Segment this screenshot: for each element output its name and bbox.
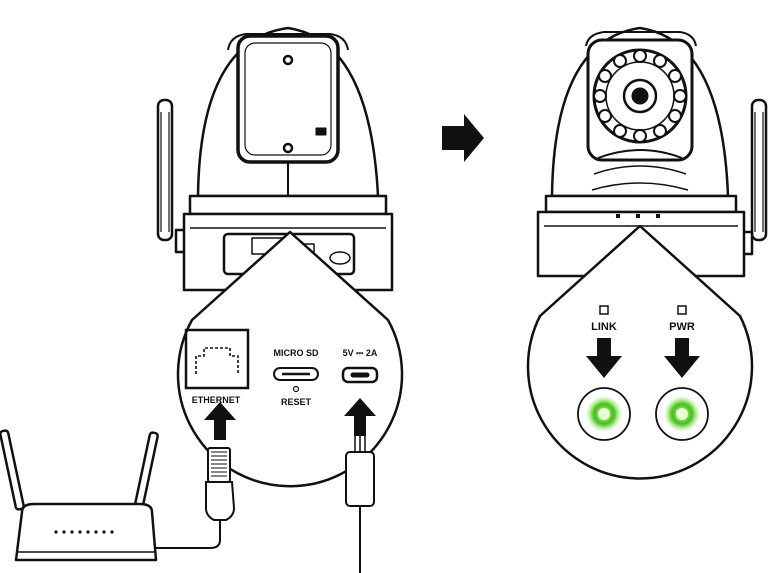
micro-sd-slot: [273, 367, 319, 393]
ethernet-port: [184, 328, 250, 390]
camera-antenna-right: [734, 98, 768, 256]
link-down-arrow: [586, 338, 622, 378]
reset-label: RESET: [281, 397, 312, 407]
micro-sd-label: MICRO SD: [274, 348, 320, 358]
power-cable: [345, 436, 375, 573]
port-panel-callout: [176, 230, 404, 488]
link-led-on: [577, 387, 631, 441]
camera-front-view: [536, 26, 768, 278]
ethernet-insert-arrow: [204, 402, 236, 440]
pwr-label: PWR: [669, 321, 695, 333]
link-led-marker: [599, 305, 609, 315]
power-insert-arrow: [344, 398, 376, 436]
link-label: LINK: [591, 321, 617, 333]
pwr-led-marker: [677, 305, 687, 315]
power-spec-label: 5V ⎓ 2A: [343, 348, 378, 358]
pwr-down-arrow: [664, 338, 700, 378]
pwr-led-on: [655, 387, 709, 441]
next-step-arrow-icon: [442, 114, 484, 162]
router: [0, 429, 159, 562]
ethernet-label: ETHERNET: [192, 395, 241, 405]
ethernet-cable: [150, 447, 236, 549]
router-indicator-dots: [54, 530, 114, 534]
ir-led-ring: [593, 49, 687, 143]
micro-usb-power-port: [341, 366, 379, 384]
